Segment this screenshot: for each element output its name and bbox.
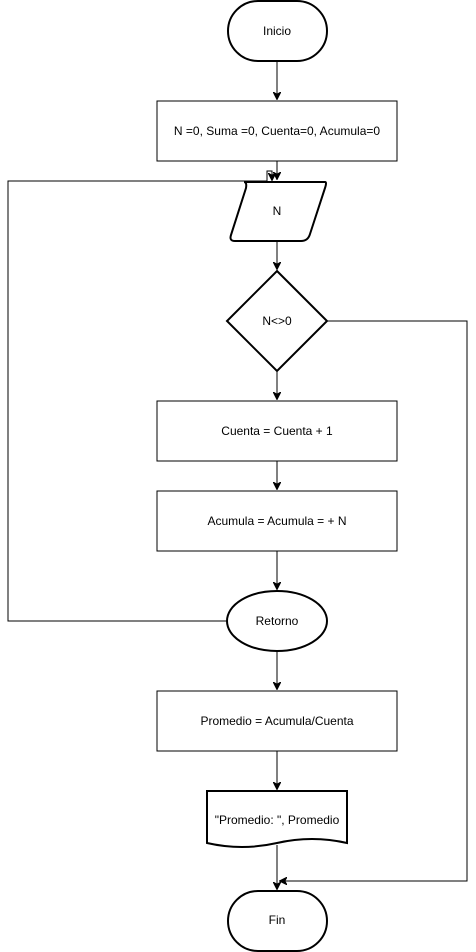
output-document-shape bbox=[206, 790, 348, 848]
decision-label: N<>0 bbox=[262, 314, 292, 328]
output-label: "Promedio: ", Promedio bbox=[215, 813, 340, 827]
count-label: Cuenta = Cuenta + 1 bbox=[221, 424, 333, 438]
end-label: Fin bbox=[269, 913, 286, 927]
average-process-box bbox=[156, 690, 398, 752]
start-label: Inicio bbox=[263, 24, 291, 38]
count-process-box bbox=[156, 400, 398, 462]
init-label: N =0, Suma =0, Cuenta=0, Acumula=0 bbox=[174, 124, 380, 138]
start-terminal bbox=[227, 0, 328, 62]
edge-decision-false-to-end bbox=[280, 320, 468, 881]
accumulate-process-box bbox=[156, 490, 398, 552]
input-parallelogram bbox=[229, 181, 327, 242]
return-ellipse bbox=[226, 590, 328, 652]
accumulate-label: Acumula = Acumula = + N bbox=[207, 514, 346, 528]
init-process-box bbox=[156, 100, 398, 162]
end-terminal bbox=[227, 890, 328, 952]
input-label: N bbox=[273, 204, 282, 218]
decision-diamond bbox=[225, 269, 329, 373]
average-label: Promedio = Acumula/Cuenta bbox=[200, 714, 353, 728]
return-label: Retorno bbox=[256, 614, 299, 628]
